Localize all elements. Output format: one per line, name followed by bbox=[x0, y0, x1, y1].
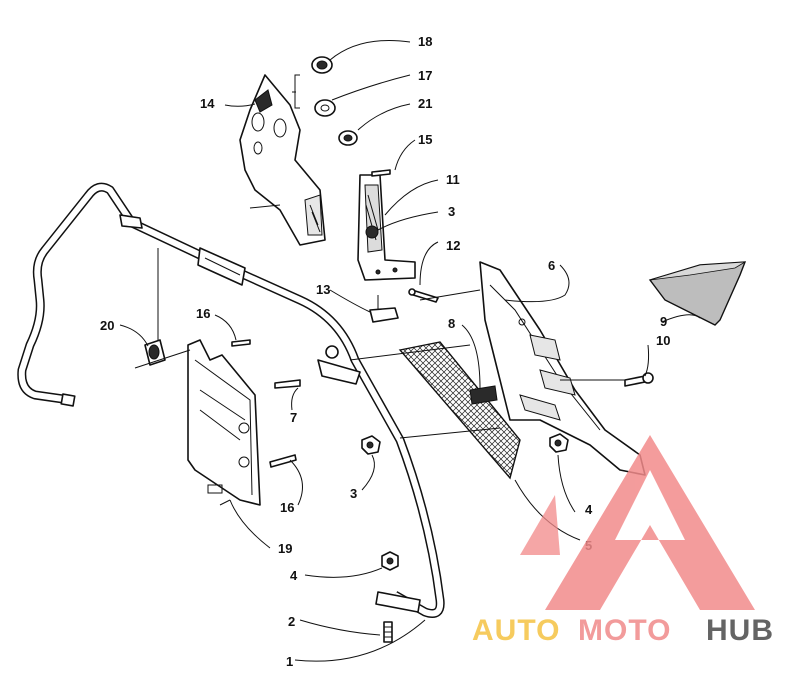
callout-16-upper: 16 bbox=[196, 306, 210, 321]
callout-7: 7 bbox=[290, 410, 297, 425]
assembly-lines bbox=[134, 204, 625, 506]
callout-1: 1 bbox=[286, 654, 293, 669]
callout-8: 8 bbox=[448, 316, 455, 331]
foam-pad bbox=[648, 261, 747, 326]
watermark-word-moto: MOTO bbox=[578, 614, 671, 647]
callout-17: 17 bbox=[418, 68, 432, 83]
callout-3-upper: 3 bbox=[448, 204, 455, 219]
upper-bracket bbox=[239, 74, 326, 246]
callout-labels: 1 2 3 3 4 4 5 6 7 8 9 10 11 12 13 14 15 … bbox=[100, 34, 670, 669]
pin-12 bbox=[408, 288, 439, 303]
callout-13: 13 bbox=[316, 282, 330, 297]
callout-20: 20 bbox=[100, 318, 114, 333]
callout-3-lower: 3 bbox=[350, 486, 357, 501]
support-bracket bbox=[357, 174, 416, 281]
mesh-screen bbox=[398, 341, 521, 480]
callout-4-right: 4 bbox=[585, 502, 593, 517]
side-panel bbox=[187, 339, 261, 506]
callout-12: 12 bbox=[446, 238, 460, 253]
callout-15: 15 bbox=[418, 132, 432, 147]
watermark-word-auto: AUTO bbox=[472, 614, 560, 647]
callout-19: 19 bbox=[278, 541, 292, 556]
callout-9: 9 bbox=[660, 314, 667, 329]
watermark-triangle-icon bbox=[545, 435, 755, 610]
bumper-bar bbox=[17, 182, 445, 618]
screw-16-lower bbox=[269, 454, 297, 468]
callout-leaders bbox=[119, 39, 701, 662]
grommet-17 bbox=[314, 99, 336, 117]
screw-16-upper bbox=[231, 339, 251, 347]
grommet-18 bbox=[311, 56, 333, 74]
bracket-foot bbox=[375, 591, 421, 613]
watermark-word-hub: HUB bbox=[706, 614, 774, 647]
callout-14: 14 bbox=[200, 96, 215, 111]
screw-15 bbox=[371, 169, 391, 177]
watermark-logo: AUTO MOTO HUB bbox=[472, 435, 774, 647]
bolt-7 bbox=[274, 379, 301, 389]
nut-4-lower bbox=[381, 551, 399, 571]
callout-11: 11 bbox=[446, 172, 460, 187]
callout-16-lower: 16 bbox=[280, 500, 294, 515]
callout-4-lower: 4 bbox=[290, 568, 298, 583]
callout-2: 2 bbox=[288, 614, 295, 629]
grommet-21 bbox=[338, 130, 358, 146]
screw-10 bbox=[624, 372, 654, 387]
callout-21: 21 bbox=[418, 96, 432, 111]
callout-18: 18 bbox=[418, 34, 432, 49]
clip-20 bbox=[144, 248, 166, 366]
callout-6: 6 bbox=[548, 258, 555, 273]
stop-8 bbox=[469, 385, 498, 405]
callout-10: 10 bbox=[656, 333, 670, 348]
right-bracket bbox=[479, 261, 646, 476]
nut-3-lower bbox=[361, 435, 381, 455]
bolt-2 bbox=[383, 621, 393, 643]
plate-13 bbox=[369, 295, 399, 323]
nut-4-right bbox=[549, 433, 569, 453]
